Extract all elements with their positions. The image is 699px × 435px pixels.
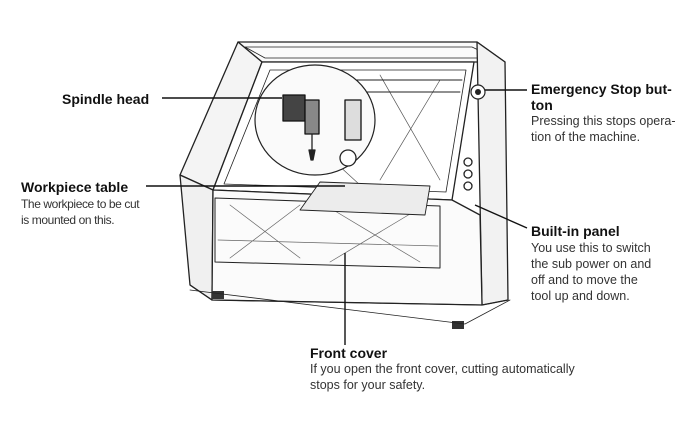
front-cover-desc-2: stops for your safety. (310, 378, 426, 392)
emergency-stop-desc-2: tion of the machine. (531, 130, 641, 144)
workpiece-table-desc-2: is mounted on this. (21, 213, 115, 227)
foot-right (452, 321, 464, 329)
builtin-panel-desc-4: tool up and down. (531, 289, 630, 303)
builtin-panel-desc-1: You use this to switch (531, 241, 651, 255)
emergency-stop-label-1: Emergency Stop but- (531, 81, 672, 97)
workpiece-table-label: Workpiece table (21, 179, 129, 195)
workpiece-table-shape (299, 181, 431, 216)
panel-button (463, 181, 473, 191)
panel-button (463, 169, 473, 179)
machine-lid (237, 41, 506, 63)
emergency-stop-desc-1: Pressing this stops opera- (531, 114, 676, 128)
emergency-stop-label-2: ton (531, 97, 553, 113)
builtin-panel-desc-2: the sub power on and (531, 257, 652, 271)
foot-left (212, 291, 224, 299)
machine-base (179, 174, 214, 301)
leader-builtin-panel (474, 204, 528, 229)
spindle-block (282, 94, 306, 122)
builtin-panel-desc-3: off and to move the (531, 273, 638, 287)
workpiece-table-desc-1: The workpiece to be cut (21, 197, 140, 211)
spindle-head-label: Spindle head (62, 91, 150, 107)
front-cover-label: Front cover (310, 345, 388, 361)
panel-button (463, 157, 473, 167)
front-cover-desc-1: If you open the front cover, cutting aut… (310, 362, 575, 376)
builtin-panel-label: Built-in panel (531, 223, 620, 239)
